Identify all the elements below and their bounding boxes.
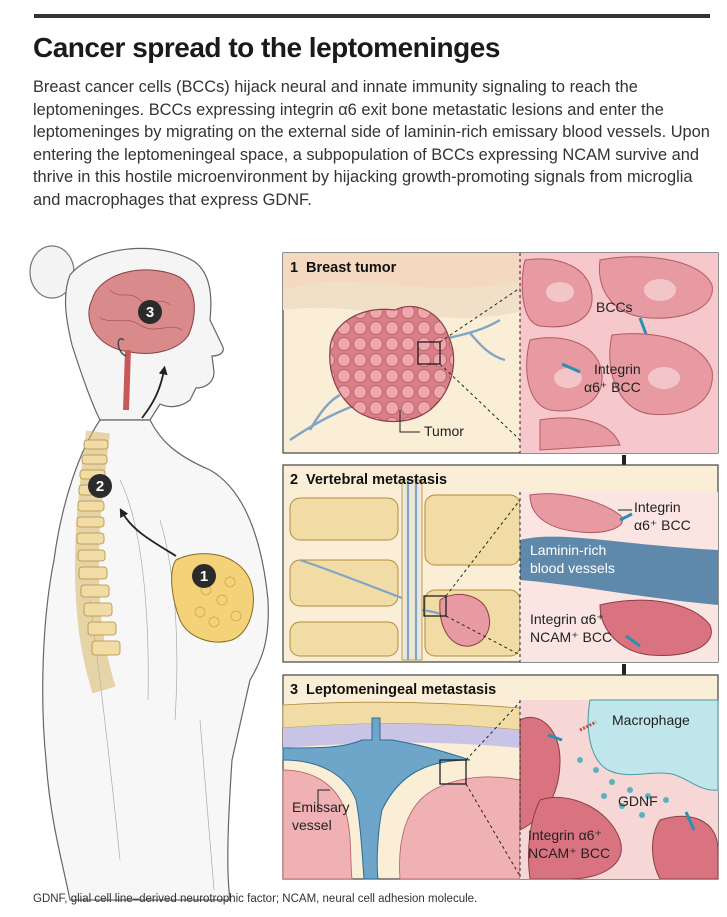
label-gdnf: GDNF: [618, 793, 658, 809]
intro-paragraph: Breast cancer cells (BCCs) hijack neural…: [33, 78, 710, 209]
label-ncam-2-line2: NCAM⁺ BCC: [530, 629, 612, 645]
panel-2-title: Vertebral metastasis: [306, 472, 447, 488]
label-laminin-line1: Laminin-rich: [530, 542, 606, 558]
torso-outline: [42, 419, 269, 901]
emissary-vessel: [282, 717, 471, 880]
label-integrin-2-line2: α6⁺ BCC: [634, 517, 691, 533]
label-tumor: Tumor: [424, 423, 464, 439]
label-ncam-2-line1: Integrin α6⁺: [530, 611, 604, 627]
label-macrophage: Macrophage: [612, 712, 690, 728]
figure-title: Cancer spread to the leptomeninges: [33, 32, 500, 63]
arrow-spine-to-brain: [141, 365, 168, 419]
label-integrin-1-line1: Integrin: [594, 361, 641, 377]
panel-2-zoom: [520, 492, 718, 662]
top-rule: [34, 14, 710, 18]
footnote: GDNF, glial cell line–derived neurotroph…: [33, 893, 478, 905]
marker-3: 3: [138, 300, 162, 324]
panel-2: 2 Vertebral metastasis Integrin α6⁺ BCC …: [282, 464, 719, 663]
label-ncam-3-line1: Integrin α6⁺: [528, 827, 602, 843]
arrow-breast-to-spine: [119, 508, 177, 557]
label-laminin-line2: blood vessels: [530, 560, 615, 576]
spine: [74, 430, 121, 694]
label-ncam-3-line2: NCAM⁺ BCC: [528, 845, 610, 861]
panel-3-number: 3: [290, 682, 298, 698]
vertebral-lesion: [439, 593, 490, 647]
panel-3-title: Leptomeningeal metastasis: [306, 682, 496, 698]
panel-1-number: 1: [290, 260, 298, 276]
label-bccs: BCCs: [596, 299, 633, 315]
panel-1: 1 Breast tumor Tumor BCCs Integrin α6⁺ B…: [282, 252, 719, 454]
marker-2-label: 2: [96, 478, 104, 495]
human-figure: 1 2 3: [29, 245, 269, 901]
marker-1-label: 1: [200, 568, 208, 585]
panel-1-zoom: [520, 253, 718, 453]
macrophage: [587, 699, 719, 791]
panel-2-number: 2: [290, 472, 298, 488]
spinal-cord: [123, 349, 131, 411]
label-emissary-line1: Emissary: [292, 799, 350, 815]
panel-3: 3 Leptomeningeal metastasis Emissary ves…: [282, 674, 719, 880]
panel-1-title: Breast tumor: [306, 260, 397, 276]
ear: [117, 338, 127, 357]
marker-2: 2: [88, 474, 112, 498]
label-integrin-1-line2: α6⁺ BCC: [584, 379, 641, 395]
marker-1: 1: [192, 564, 216, 588]
marker-3-label: 3: [146, 304, 154, 321]
label-emissary-line2: vessel: [292, 817, 332, 833]
tumor-mass: [329, 305, 455, 423]
panel-3-zoom: [519, 699, 719, 880]
label-integrin-2-line1: Integrin: [634, 499, 681, 515]
